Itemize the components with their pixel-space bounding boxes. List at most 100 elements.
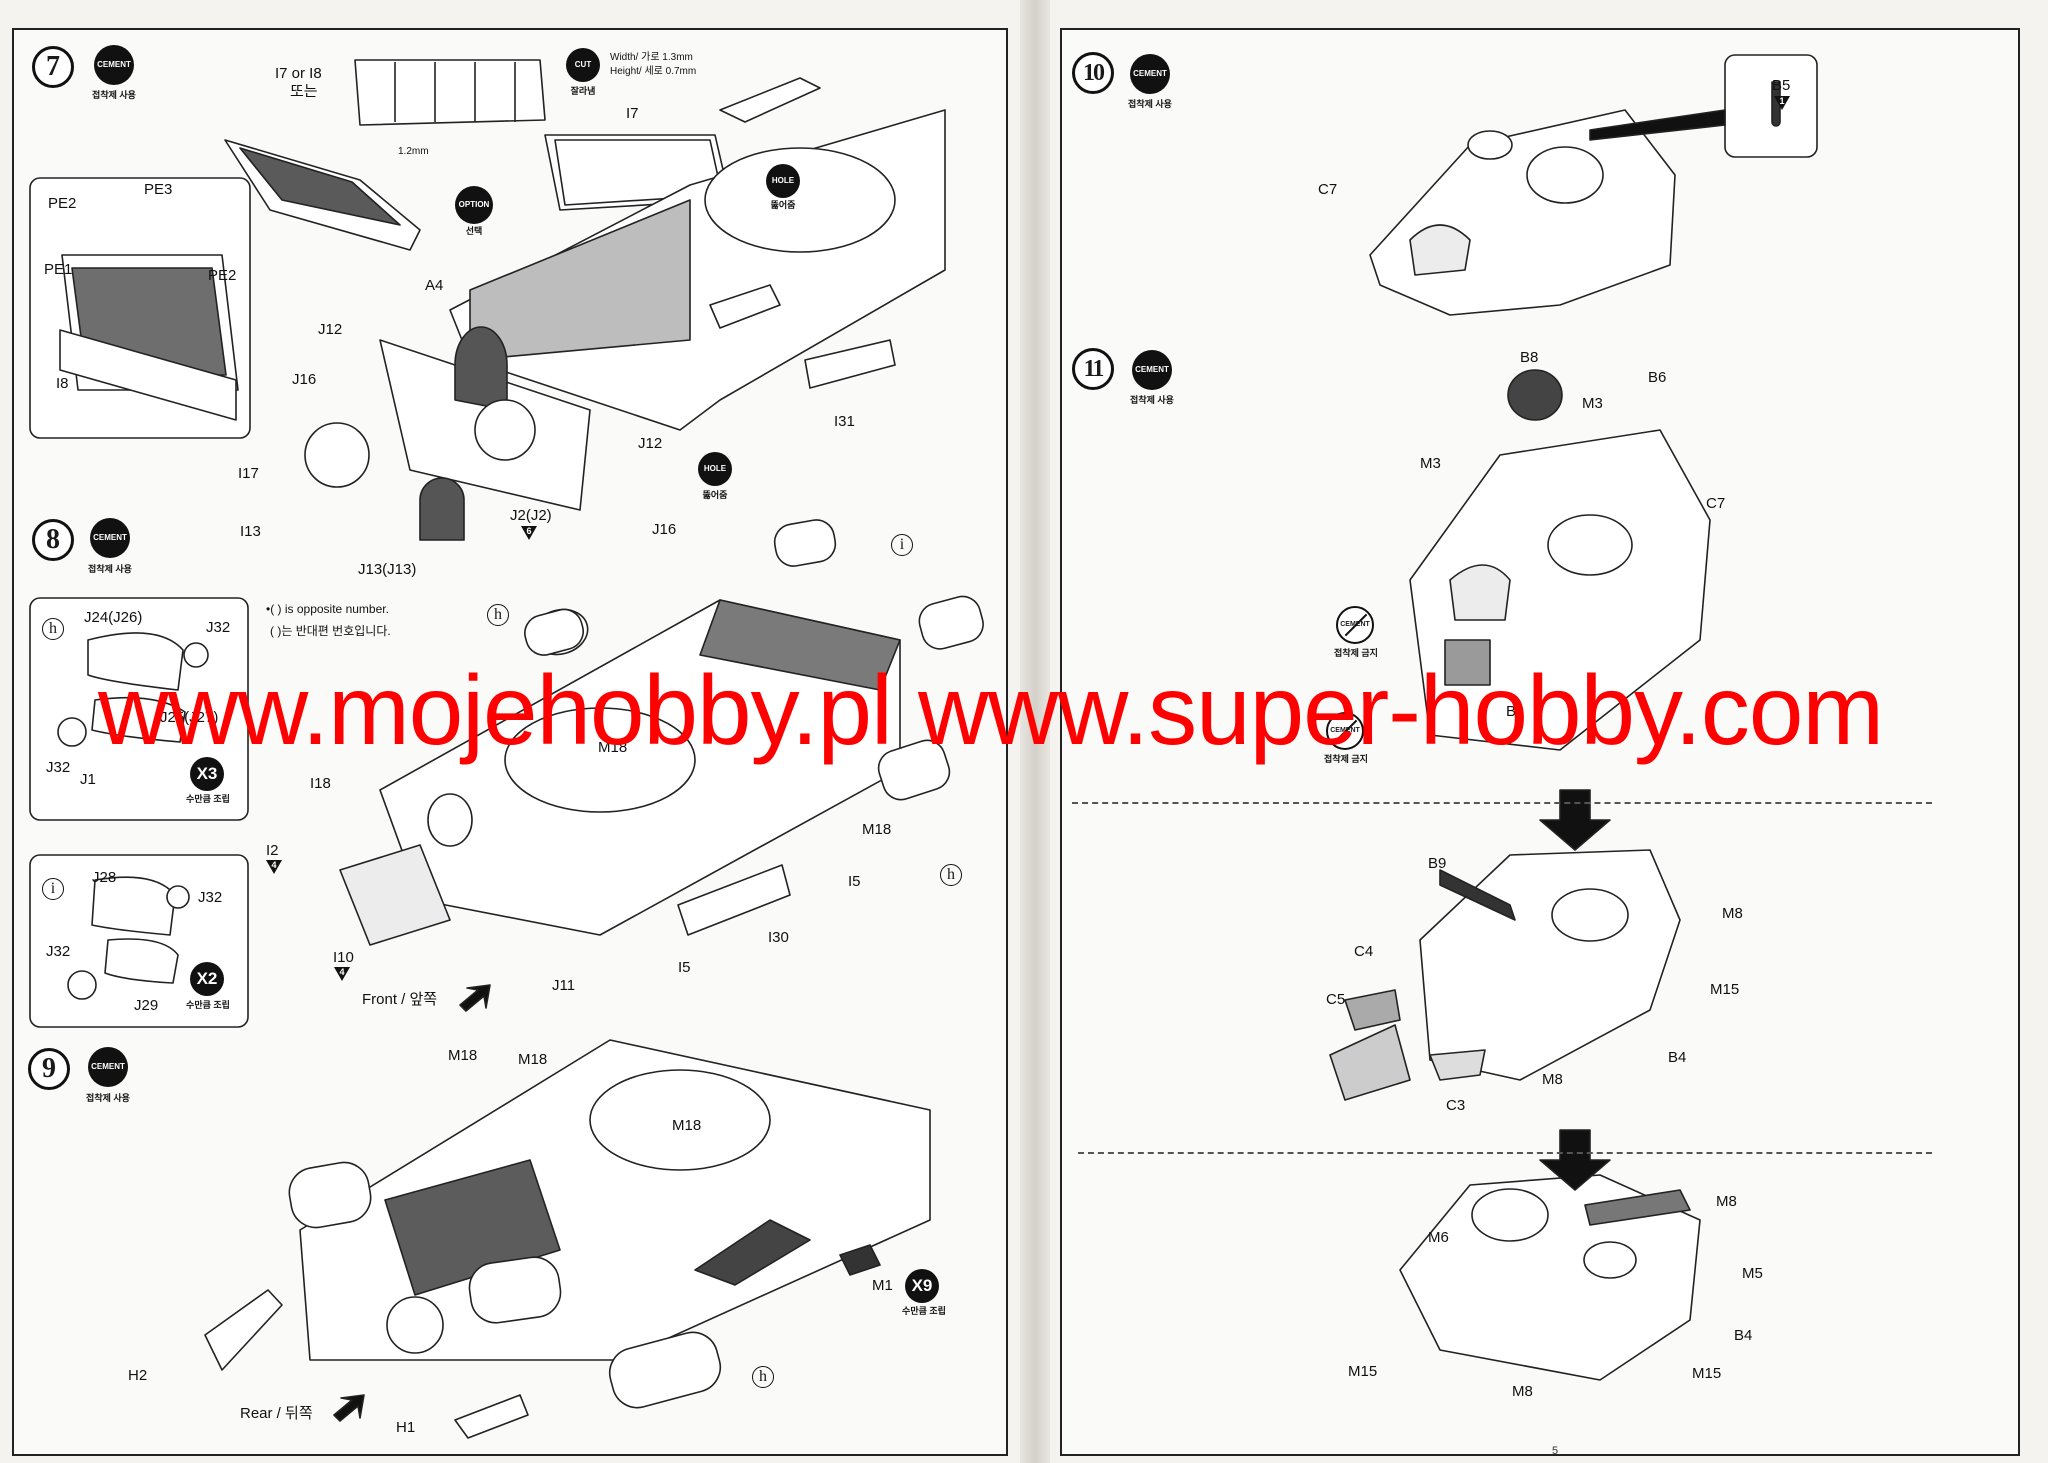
times-marker: X9 bbox=[905, 1269, 939, 1303]
no-cement-icon: CEMENT bbox=[1326, 712, 1364, 750]
label-i7-or-i8: I7 or I8 bbox=[275, 65, 322, 82]
part-label: M1 bbox=[872, 1277, 893, 1294]
part-label: J1 bbox=[80, 771, 96, 788]
part-label: J2(J2) bbox=[510, 507, 552, 524]
part-label: PE1 bbox=[44, 261, 73, 278]
hole-icon: HOLE bbox=[698, 452, 732, 486]
part-label: M15 bbox=[1692, 1365, 1722, 1382]
callout-i: i bbox=[891, 534, 913, 556]
part-label: M5 bbox=[1742, 1265, 1763, 1282]
part-label: J13(J13) bbox=[358, 561, 417, 578]
part-label: H1 bbox=[396, 1419, 416, 1436]
no-cement-label: 접착제 금지 bbox=[1334, 648, 1378, 658]
quantity-marker: 1 bbox=[1774, 96, 1790, 110]
sub-assembly-h: h bbox=[42, 618, 64, 640]
part-label: J25(J27) bbox=[160, 709, 219, 726]
part-label: M8 bbox=[1722, 905, 1743, 922]
part-label: J12 bbox=[318, 321, 343, 338]
step-11-marker: 11 bbox=[1072, 348, 1114, 390]
step-10-marker: 10 bbox=[1072, 52, 1114, 94]
part-label: J24(J26) bbox=[84, 609, 143, 626]
part-label: J28 bbox=[92, 869, 117, 886]
part-label: J29 bbox=[134, 997, 159, 1014]
divider bbox=[1078, 1152, 1932, 1154]
step-9-marker: 9 bbox=[28, 1048, 70, 1090]
hole-label: 뚫어줌 bbox=[770, 200, 796, 210]
make-label: 수만큼 조립 bbox=[902, 1306, 946, 1316]
make-label: 수만큼 조립 bbox=[186, 794, 230, 804]
cement-use-label: 접착제 사용 bbox=[92, 90, 136, 100]
option-label: 선택 bbox=[465, 226, 483, 236]
part-label: M18 bbox=[598, 739, 628, 756]
part-label: I17 bbox=[238, 465, 259, 482]
part-label: M8 bbox=[1716, 1193, 1737, 1210]
step7-drawing bbox=[29, 59, 946, 541]
part-label: I31 bbox=[834, 413, 855, 430]
callout-h: h bbox=[487, 604, 509, 626]
sub-assembly-i: i bbox=[42, 878, 64, 900]
part-label: C5 bbox=[1326, 991, 1346, 1008]
callout-h: h bbox=[940, 864, 962, 886]
cut-icon: CUT bbox=[566, 48, 600, 82]
cement-use-label: 접착제 사용 bbox=[88, 564, 132, 574]
callout-h: h bbox=[752, 1366, 774, 1388]
step-8-marker: 8 bbox=[32, 519, 74, 561]
page-number: 5 bbox=[1552, 1445, 1559, 1457]
quantity-marker: 4 bbox=[334, 967, 350, 981]
part-label: PE2 bbox=[48, 195, 77, 212]
part-label: I18 bbox=[310, 775, 331, 792]
part-label: B4 bbox=[1734, 1327, 1753, 1344]
step8-drawing bbox=[29, 519, 984, 1028]
part-label: J11 bbox=[552, 977, 576, 994]
cement-icon: CEMENT bbox=[88, 1047, 128, 1087]
cut-label: 잘라냄 bbox=[570, 86, 596, 96]
hole-label: 뚫어줌 bbox=[702, 490, 728, 500]
rear-direction-label: Rear / 뒤쪽 bbox=[240, 1405, 313, 1422]
quantity-marker: 4 bbox=[266, 860, 282, 874]
part-label: B8 bbox=[1520, 349, 1539, 366]
part-label: J32 bbox=[198, 889, 223, 906]
part-label: M8 bbox=[1542, 1071, 1563, 1088]
part-label: PE3 bbox=[144, 181, 173, 198]
cement-use-label: 접착제 사용 bbox=[86, 1093, 130, 1103]
part-label: M15 bbox=[1710, 981, 1740, 998]
part-label: M18 bbox=[862, 821, 892, 838]
part-label: J16 bbox=[652, 521, 677, 538]
height-note: Height/ 세로 0.7mm bbox=[610, 66, 697, 77]
part-label: I2 bbox=[266, 842, 279, 859]
front-direction-label: Front / 앞쪽 bbox=[362, 991, 438, 1008]
part-label: J32 bbox=[206, 619, 231, 636]
cement-use-label: 접착제 사용 bbox=[1130, 395, 1174, 405]
hole-icon: HOLE bbox=[766, 164, 800, 198]
part-label: C3 bbox=[1446, 1097, 1466, 1114]
page-gutter bbox=[1020, 0, 1050, 1463]
cement-icon: CEMENT bbox=[1132, 350, 1172, 390]
part-label: M6 bbox=[1428, 1229, 1449, 1246]
part-label: PE2 bbox=[208, 267, 237, 284]
part-label: J16 bbox=[292, 371, 317, 388]
part-label: I10 bbox=[333, 949, 354, 966]
cement-icon: CEMENT bbox=[90, 518, 130, 558]
part-label: J32 bbox=[46, 943, 71, 960]
step9-drawing bbox=[204, 1039, 931, 1439]
step10-drawing bbox=[1369, 54, 1818, 316]
part-label: M15 bbox=[1348, 1363, 1378, 1380]
part-label: M18 bbox=[448, 1047, 478, 1064]
times-marker: X2 bbox=[190, 962, 224, 996]
part-label: B5 bbox=[1772, 77, 1791, 94]
part-label: I5 bbox=[848, 873, 861, 890]
no-cement-label: 접착제 금지 bbox=[1324, 754, 1368, 764]
part-label: A4 bbox=[425, 277, 444, 294]
no-cement-icon: CEMENT bbox=[1336, 606, 1374, 644]
part-label: C7 bbox=[1318, 181, 1338, 198]
make-label: 수만큼 조립 bbox=[186, 1000, 230, 1010]
opposite-note-ko: ( )는 반대편 번호입니다. bbox=[270, 624, 391, 638]
width-note: Width/ 가로 1.3mm bbox=[610, 52, 693, 63]
part-label: I7 bbox=[626, 105, 639, 122]
part-label: C4 bbox=[1354, 943, 1374, 960]
part-label: I13 bbox=[240, 523, 261, 540]
part-label: I5 bbox=[678, 959, 691, 976]
part-label: J32 bbox=[46, 759, 71, 776]
